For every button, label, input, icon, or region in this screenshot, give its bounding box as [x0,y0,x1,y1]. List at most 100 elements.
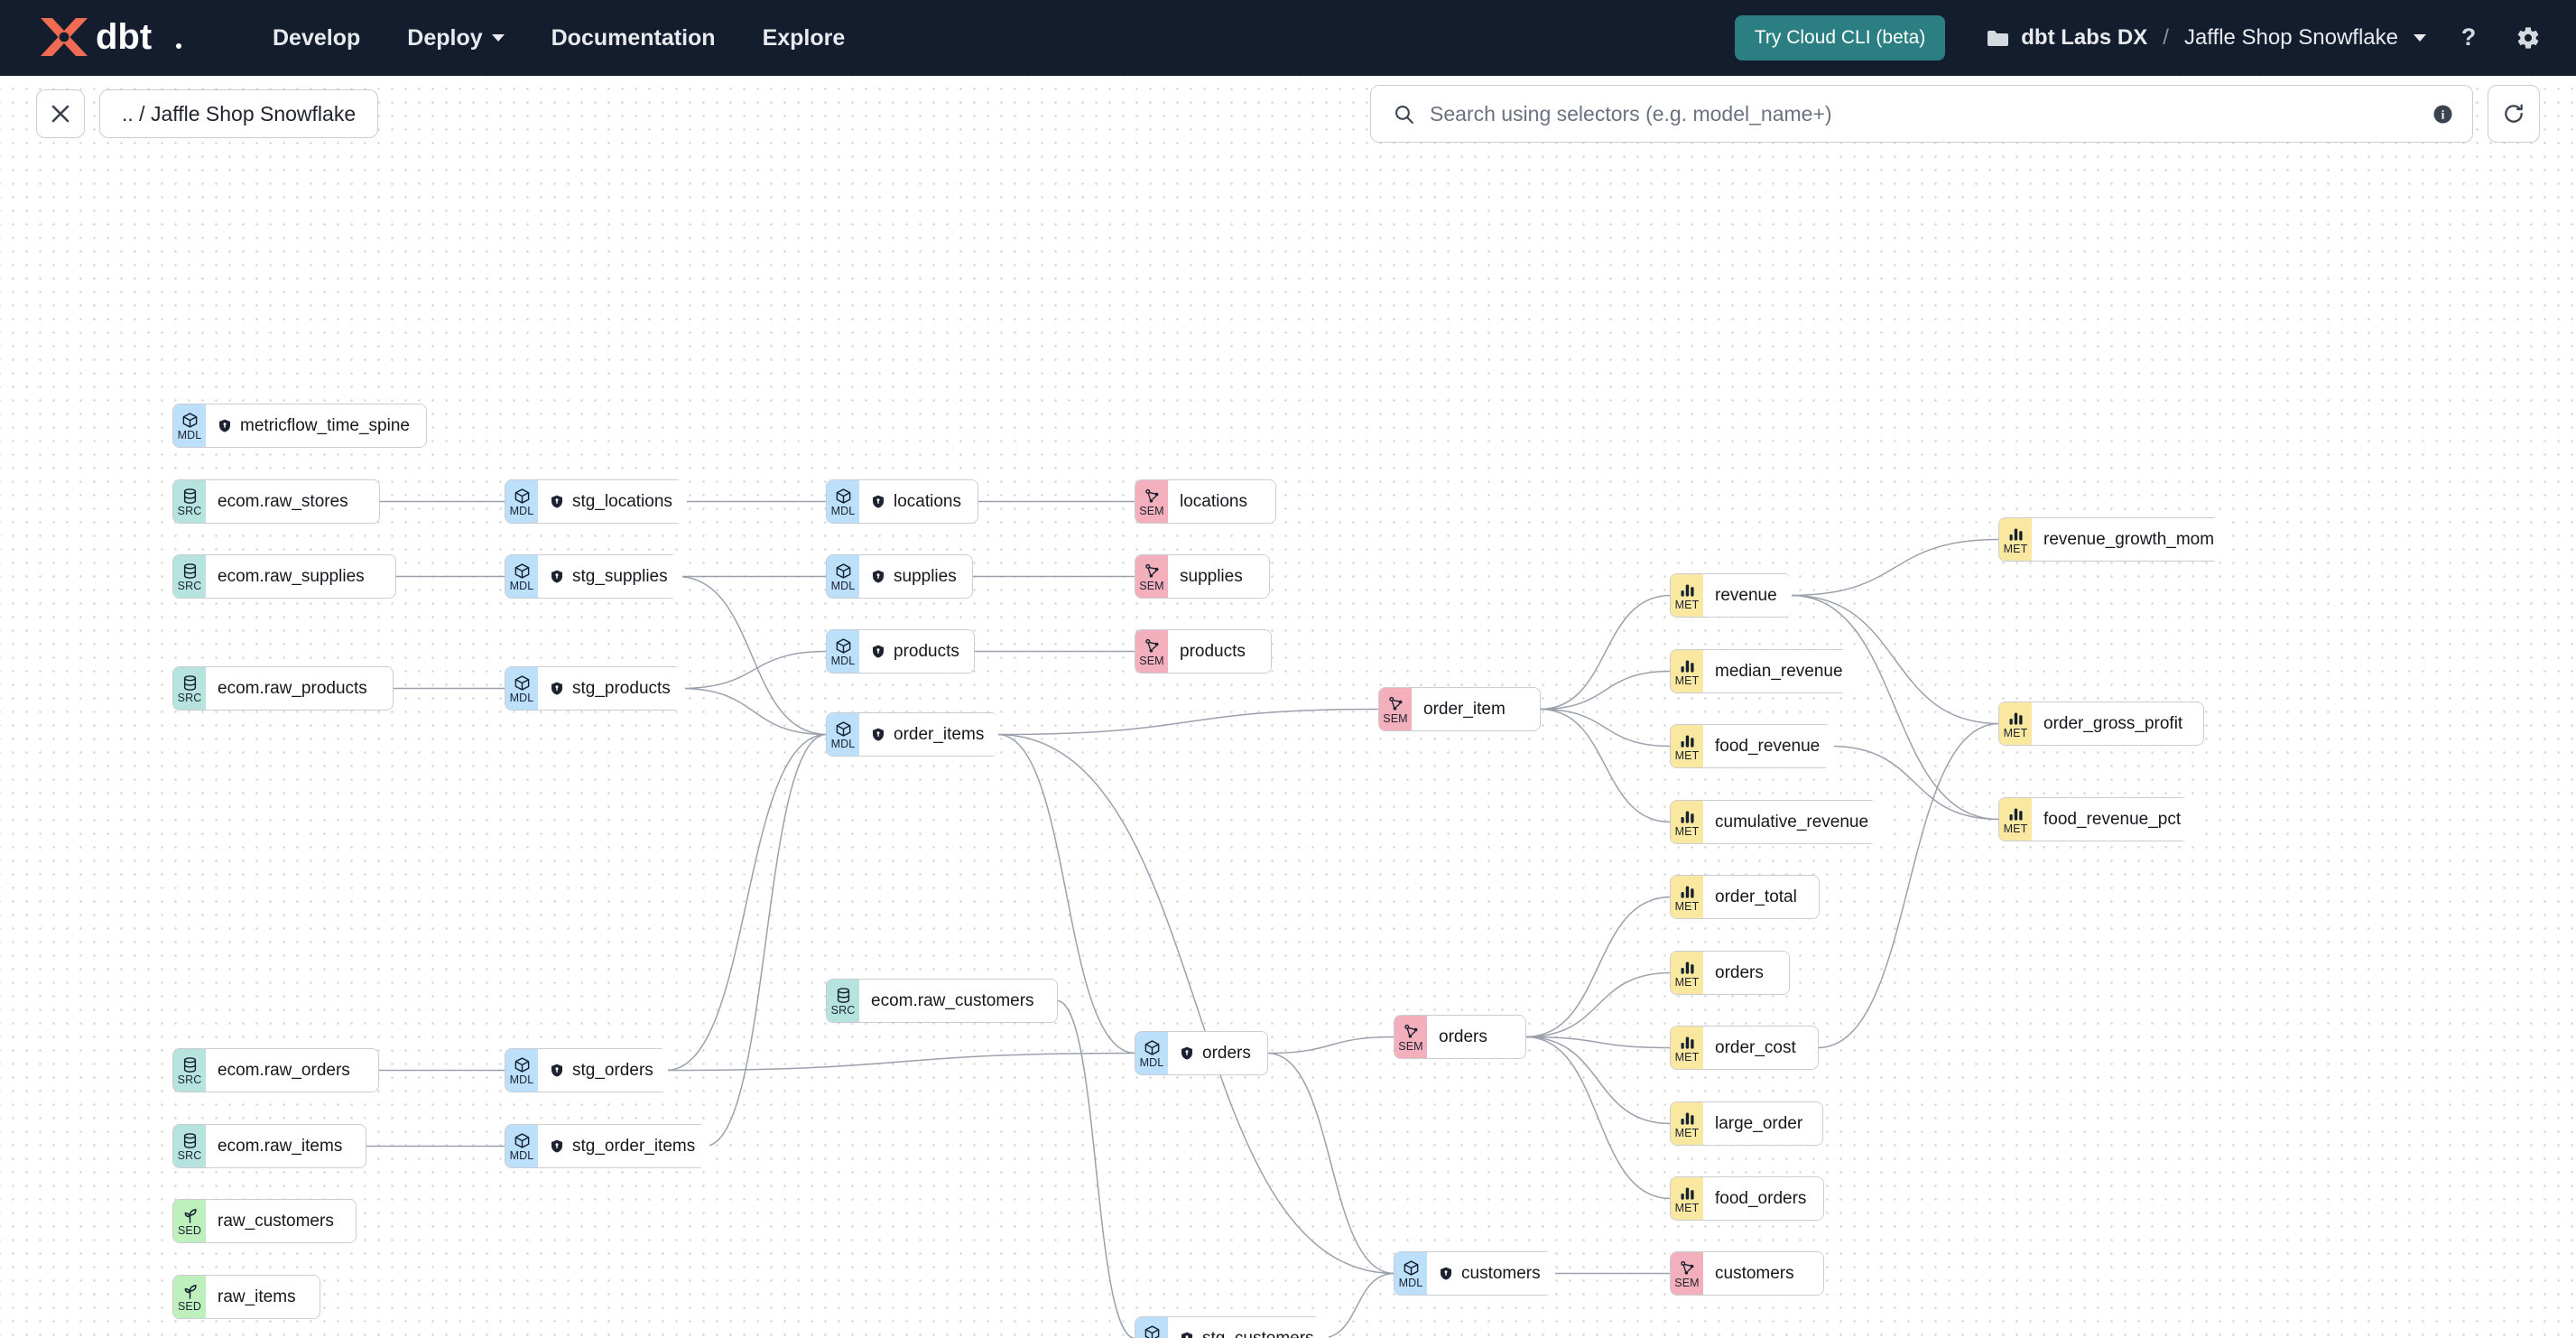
node-label: food_orders [1715,1188,1807,1208]
cube-icon [514,1133,529,1148]
shield-lock-icon [1181,1332,1192,1338]
refresh-button[interactable] [2488,85,2540,143]
database-icon [183,488,196,504]
graph-node-src_raw_items[interactable]: SRC ecom.raw_items [173,1125,366,1167]
database-icon [183,1133,196,1148]
node-label: supplies [1180,566,1243,586]
nav-item-explore[interactable]: Explore [739,16,869,60]
info-icon[interactable]: i [2432,103,2454,125]
node-type-badge-mdl: MDL [1135,1317,1168,1338]
question-mark-icon: ? [2461,24,2477,51]
semantic-graph-icon [1388,696,1402,711]
node-type-badge-src: SRC [173,555,206,598]
node-type-badge-sed: SED [173,1200,206,1242]
graph-node-met_revenue_growth_mom[interactable]: MET revenue_growth_mom [1999,518,2229,561]
node-label-area: stg_locations [538,480,687,523]
node-type-label: SRC [177,1149,202,1162]
node-label-area: revenue_growth_mom [2032,518,2229,561]
node-label: customers [1461,1263,1541,1283]
project-chevron-down-icon[interactable] [2414,34,2426,42]
help-button[interactable]: ? [2451,21,2486,55]
nav-item-deploy[interactable]: Deploy [384,16,527,60]
search-input[interactable] [1430,101,2417,126]
edge-mdl_order_items-to-sem_order_item [996,708,1380,736]
account-breadcrumb: dbt Labs DX / Jaffle Shop Snowflake [1987,25,2426,51]
settings-button[interactable] [2511,21,2545,55]
node-label-area: supplies [1168,555,1269,598]
shield-lock-icon [551,570,562,583]
node-label: food_revenue [1715,736,1821,756]
edge-stg_customers-to-mdl_customers [1319,1272,1395,1338]
nav-item-develop[interactable]: Develop [249,16,384,60]
try-cloud-cli-button[interactable]: Try Cloud CLI (beta) [1734,15,1946,60]
project-selector[interactable]: Jaffle Shop Snowflake [2183,25,2398,50]
shield-lock-icon [1441,1267,1451,1280]
node-type-badge-met: MET [1671,650,1703,692]
node-type-label: MET [1674,674,1700,687]
shield-lock-icon [219,419,230,432]
bar-chart-icon [2009,808,2023,821]
node-label: stg_products [572,678,671,698]
shield-lock-icon [1181,1046,1192,1060]
node-label: stg_customers [1202,1328,1314,1338]
semantic-graph-icon [1680,1260,1693,1275]
database-icon [837,988,849,1003]
node-type-label: MET [1674,599,1700,611]
svg-text:dbt: dbt [96,17,152,57]
edge-stg_orders-to-mdl_order_items [665,733,828,1072]
nav-item-documentation[interactable]: Documentation [528,16,739,60]
node-label: ecom.raw_items [218,1136,343,1156]
breadcrumb-button[interactable]: .. / Jaffle Shop Snowflake [99,89,379,138]
node-type-label: MET [2003,543,2028,555]
cube-icon [836,721,850,737]
node-label-area: ecom.raw_supplies [206,555,395,598]
node-type-badge-met: MET [1671,1027,1703,1069]
edge-stg_products-to-mdl_order_items [680,687,828,736]
bar-chart-icon [1681,886,1694,898]
node-label: customers [1715,1263,1794,1283]
close-graph-button[interactable] [36,89,85,138]
node-label-area: food_orders [1703,1177,1823,1220]
search-box[interactable]: i [1370,85,2473,143]
edge-sem_order_item-to-met_food_revenue [1539,708,1672,748]
graph-node-stg_customers[interactable]: MDL stg_customers [1135,1317,1329,1338]
dbt-logo[interactable]: dbt [36,14,193,61]
